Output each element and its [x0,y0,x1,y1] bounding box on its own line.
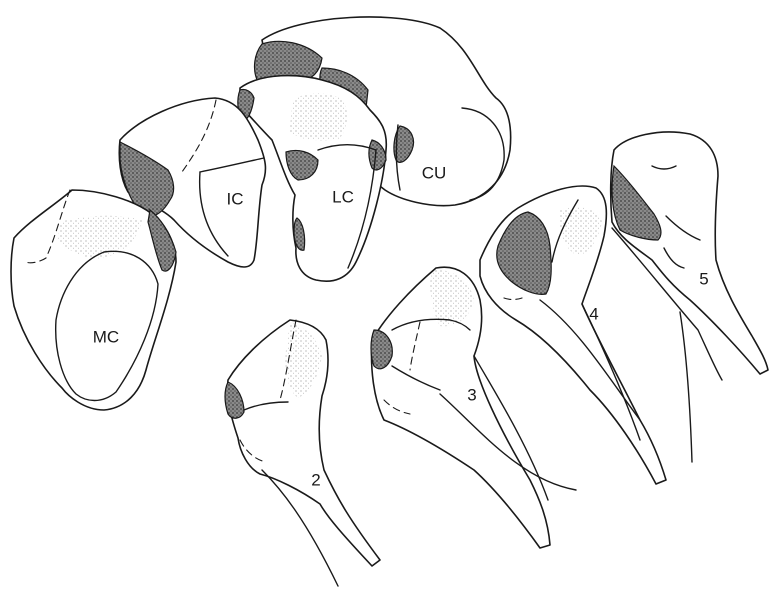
label-lateral-cuneiform: LC [332,187,354,206]
label-metatarsal-3: 3 [467,385,476,404]
label-intermediate-cuneiform: IC [227,189,244,208]
label-metatarsal-2: 2 [311,470,320,489]
medial-cuneiform-bone [11,190,176,410]
label-cuboid: CU [422,163,447,182]
label-metatarsal-4: 4 [589,304,598,323]
metatarsal-2-bone [225,320,380,586]
label-metatarsal-5: 5 [699,269,708,288]
label-medial-cuneiform: MC [93,327,119,346]
